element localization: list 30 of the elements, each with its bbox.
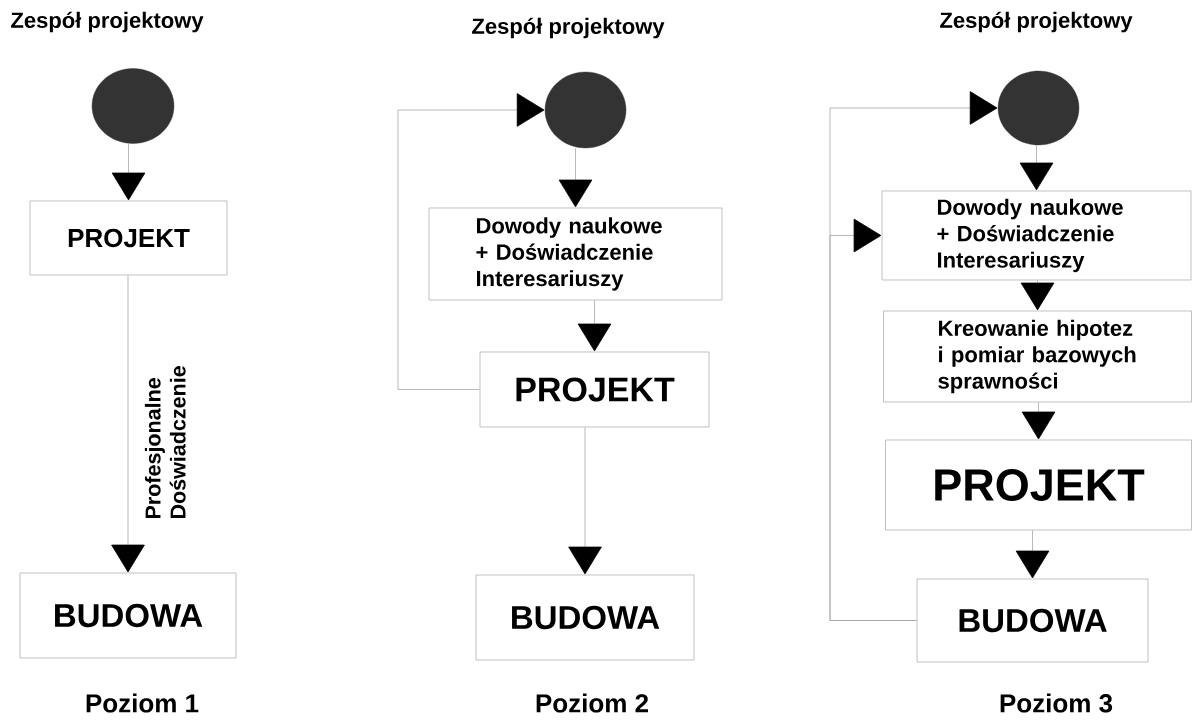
process-box: PROJEKT (479, 351, 710, 428)
column-heading: Zespół projektowy (472, 17, 665, 39)
process-box: Dowody naukowe + Doświadczenie Interesariuszy (881, 190, 1192, 281)
process-box: BUDOWA (475, 574, 695, 661)
level-caption: Poziom 3 (1000, 693, 1113, 713)
arrow (397, 93, 545, 390)
process-box: BUDOWA (19, 572, 237, 659)
start-circle (997, 70, 1080, 146)
column-heading: Zespół projektowy (940, 11, 1133, 33)
arrow (558, 147, 593, 208)
arrow (1019, 144, 1054, 191)
process-box: PROJEKT (29, 200, 228, 276)
arrow (1021, 401, 1056, 440)
arrow (111, 274, 145, 573)
level-caption: Poziom 2 (536, 693, 649, 713)
process-box: PROJEKT (885, 439, 1192, 531)
start-circle (544, 71, 627, 149)
arrow (577, 299, 612, 352)
start-circle (91, 68, 175, 144)
process-box: BUDOWA (916, 578, 1149, 663)
arrow (829, 218, 918, 621)
arrow (111, 143, 146, 201)
arrow (1015, 529, 1050, 579)
process-box: Kreowanie hipotez i pomiar bazowych sprawności (883, 310, 1192, 403)
column-heading: Zespół projektowy (11, 11, 204, 33)
process-box: Dowody naukowe + Doświadczenie Interesariuszy (428, 207, 723, 301)
arrow (1020, 279, 1055, 311)
level-caption: Poziom 1 (86, 693, 199, 713)
edge-label: Profesjonalne Doświadczenie (144, 366, 186, 519)
arrow (568, 426, 602, 575)
